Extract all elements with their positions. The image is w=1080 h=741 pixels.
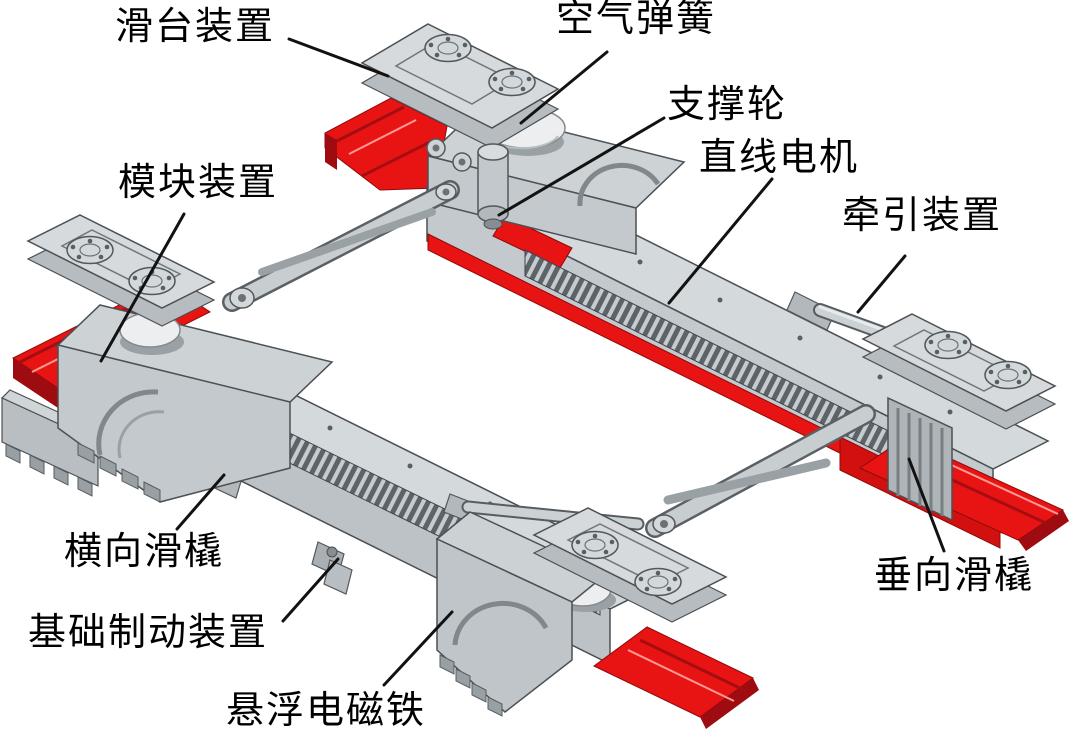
label-slide-table-device: 滑台装置 [115,6,276,48]
leader-linear-motor [667,177,774,305]
levitation-electromagnet-box [435,511,607,717]
bottom-corner-assembly [435,404,876,717]
leader-support-wheel [497,116,666,217]
label-lateral-skid: 横向滑橇 [64,531,225,573]
anti-roll-arm [645,404,876,538]
top-corner-assembly [360,23,686,255]
label-foundation-brake-device: 基础制动装置 [28,612,269,654]
anti-roll-arm [222,180,460,312]
label-traction-device: 牵引装置 [842,195,1003,237]
label-levitation-electromagnet: 悬浮电磁铁 [226,690,427,732]
support-wheel-unit [477,143,509,230]
leader-lines [99,37,946,687]
label-module-device: 模块装置 [118,162,279,204]
red-skid-top-left [324,97,448,191]
red-skid-bottom [593,626,759,729]
left-corner-assembly [26,180,460,503]
leader-vertical-skid [907,457,946,553]
leader-air-spring [519,50,609,125]
right-corner-assembly [786,291,1057,522]
leader-levitation-electromagnet [382,610,454,687]
slide-table-plate [360,23,560,129]
leader-lateral-skid [175,473,226,531]
label-air-spring: 空气弹簧 [556,0,717,40]
label-vertical-skid: 垂向滑橇 [874,555,1035,597]
leader-traction-device [856,254,907,314]
leader-foundation-brake-device [281,557,340,623]
leader-module-device [99,212,186,363]
brake-caliper [311,541,353,595]
label-linear-motor: 直线电机 [699,137,860,179]
leader-slide-table-device [287,37,390,78]
label-support-wheel: 支撑轮 [667,84,788,126]
vertical-skid-bracket [887,396,953,522]
